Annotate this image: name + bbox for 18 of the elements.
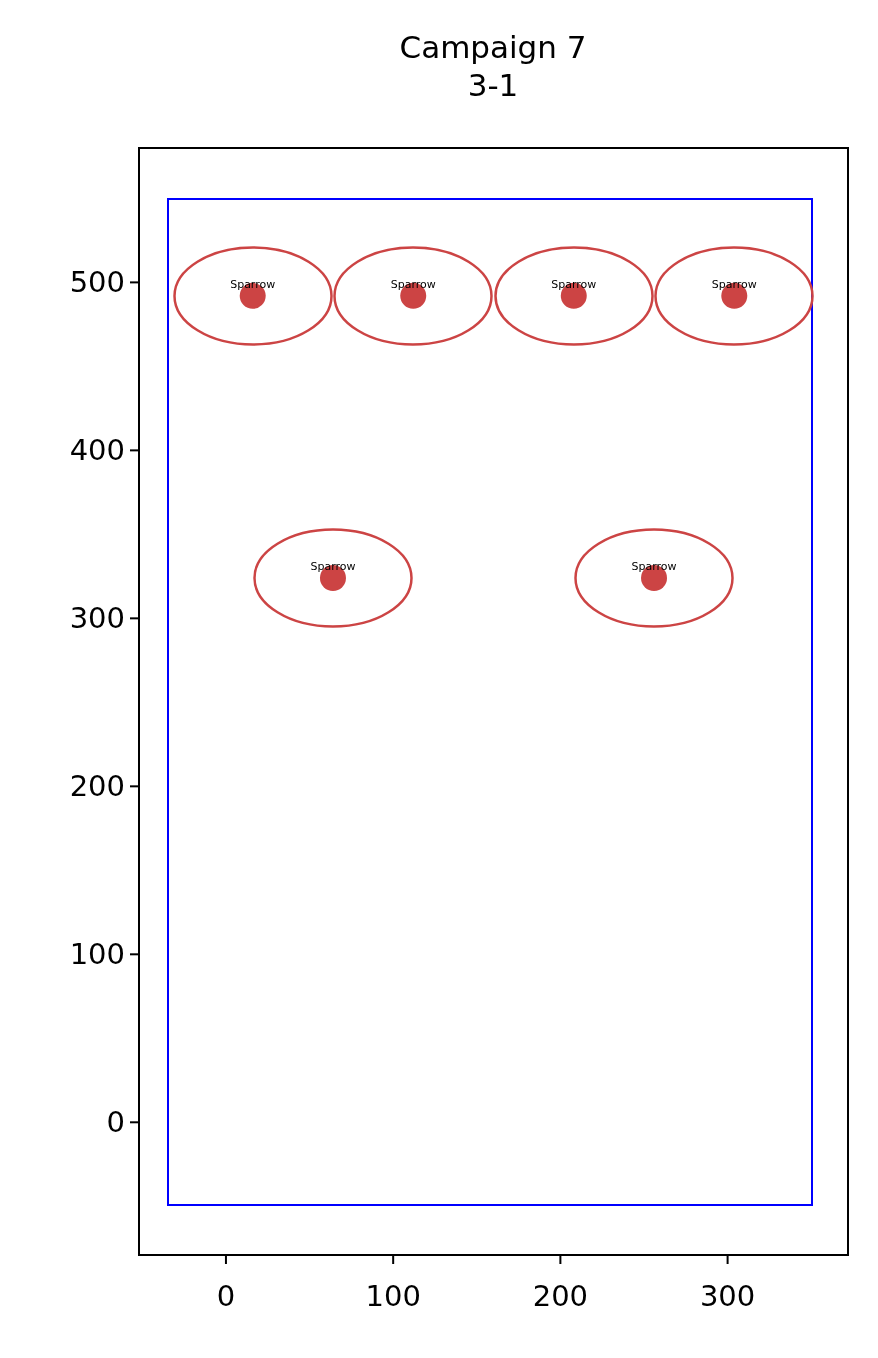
y-tick-label: 200 <box>69 771 125 801</box>
unit-label: Sparrow <box>230 278 276 290</box>
y-tick-label: 100 <box>69 939 125 969</box>
unit-label: Sparrow <box>551 278 597 290</box>
x-tick-label: 100 <box>365 1282 421 1311</box>
boundary-rectangle <box>167 198 813 1207</box>
y-tick-label: 500 <box>69 267 125 297</box>
y-tick-label: 400 <box>69 435 125 465</box>
y-tick-label: 0 <box>106 1107 125 1137</box>
unit-label: Sparrow <box>631 561 677 572</box>
unit-label: Sparrow <box>711 278 757 290</box>
y-tick-label: 300 <box>69 603 125 633</box>
x-tick-label: 200 <box>532 1282 589 1311</box>
unit-label: Sparrow <box>390 278 436 290</box>
x-tick-label: 300 <box>699 1282 756 1311</box>
chart-title: Campaign 7 3-1 <box>398 28 588 104</box>
unit-label: Sparrow <box>310 561 356 572</box>
x-tick-label: 0 <box>216 1282 236 1311</box>
